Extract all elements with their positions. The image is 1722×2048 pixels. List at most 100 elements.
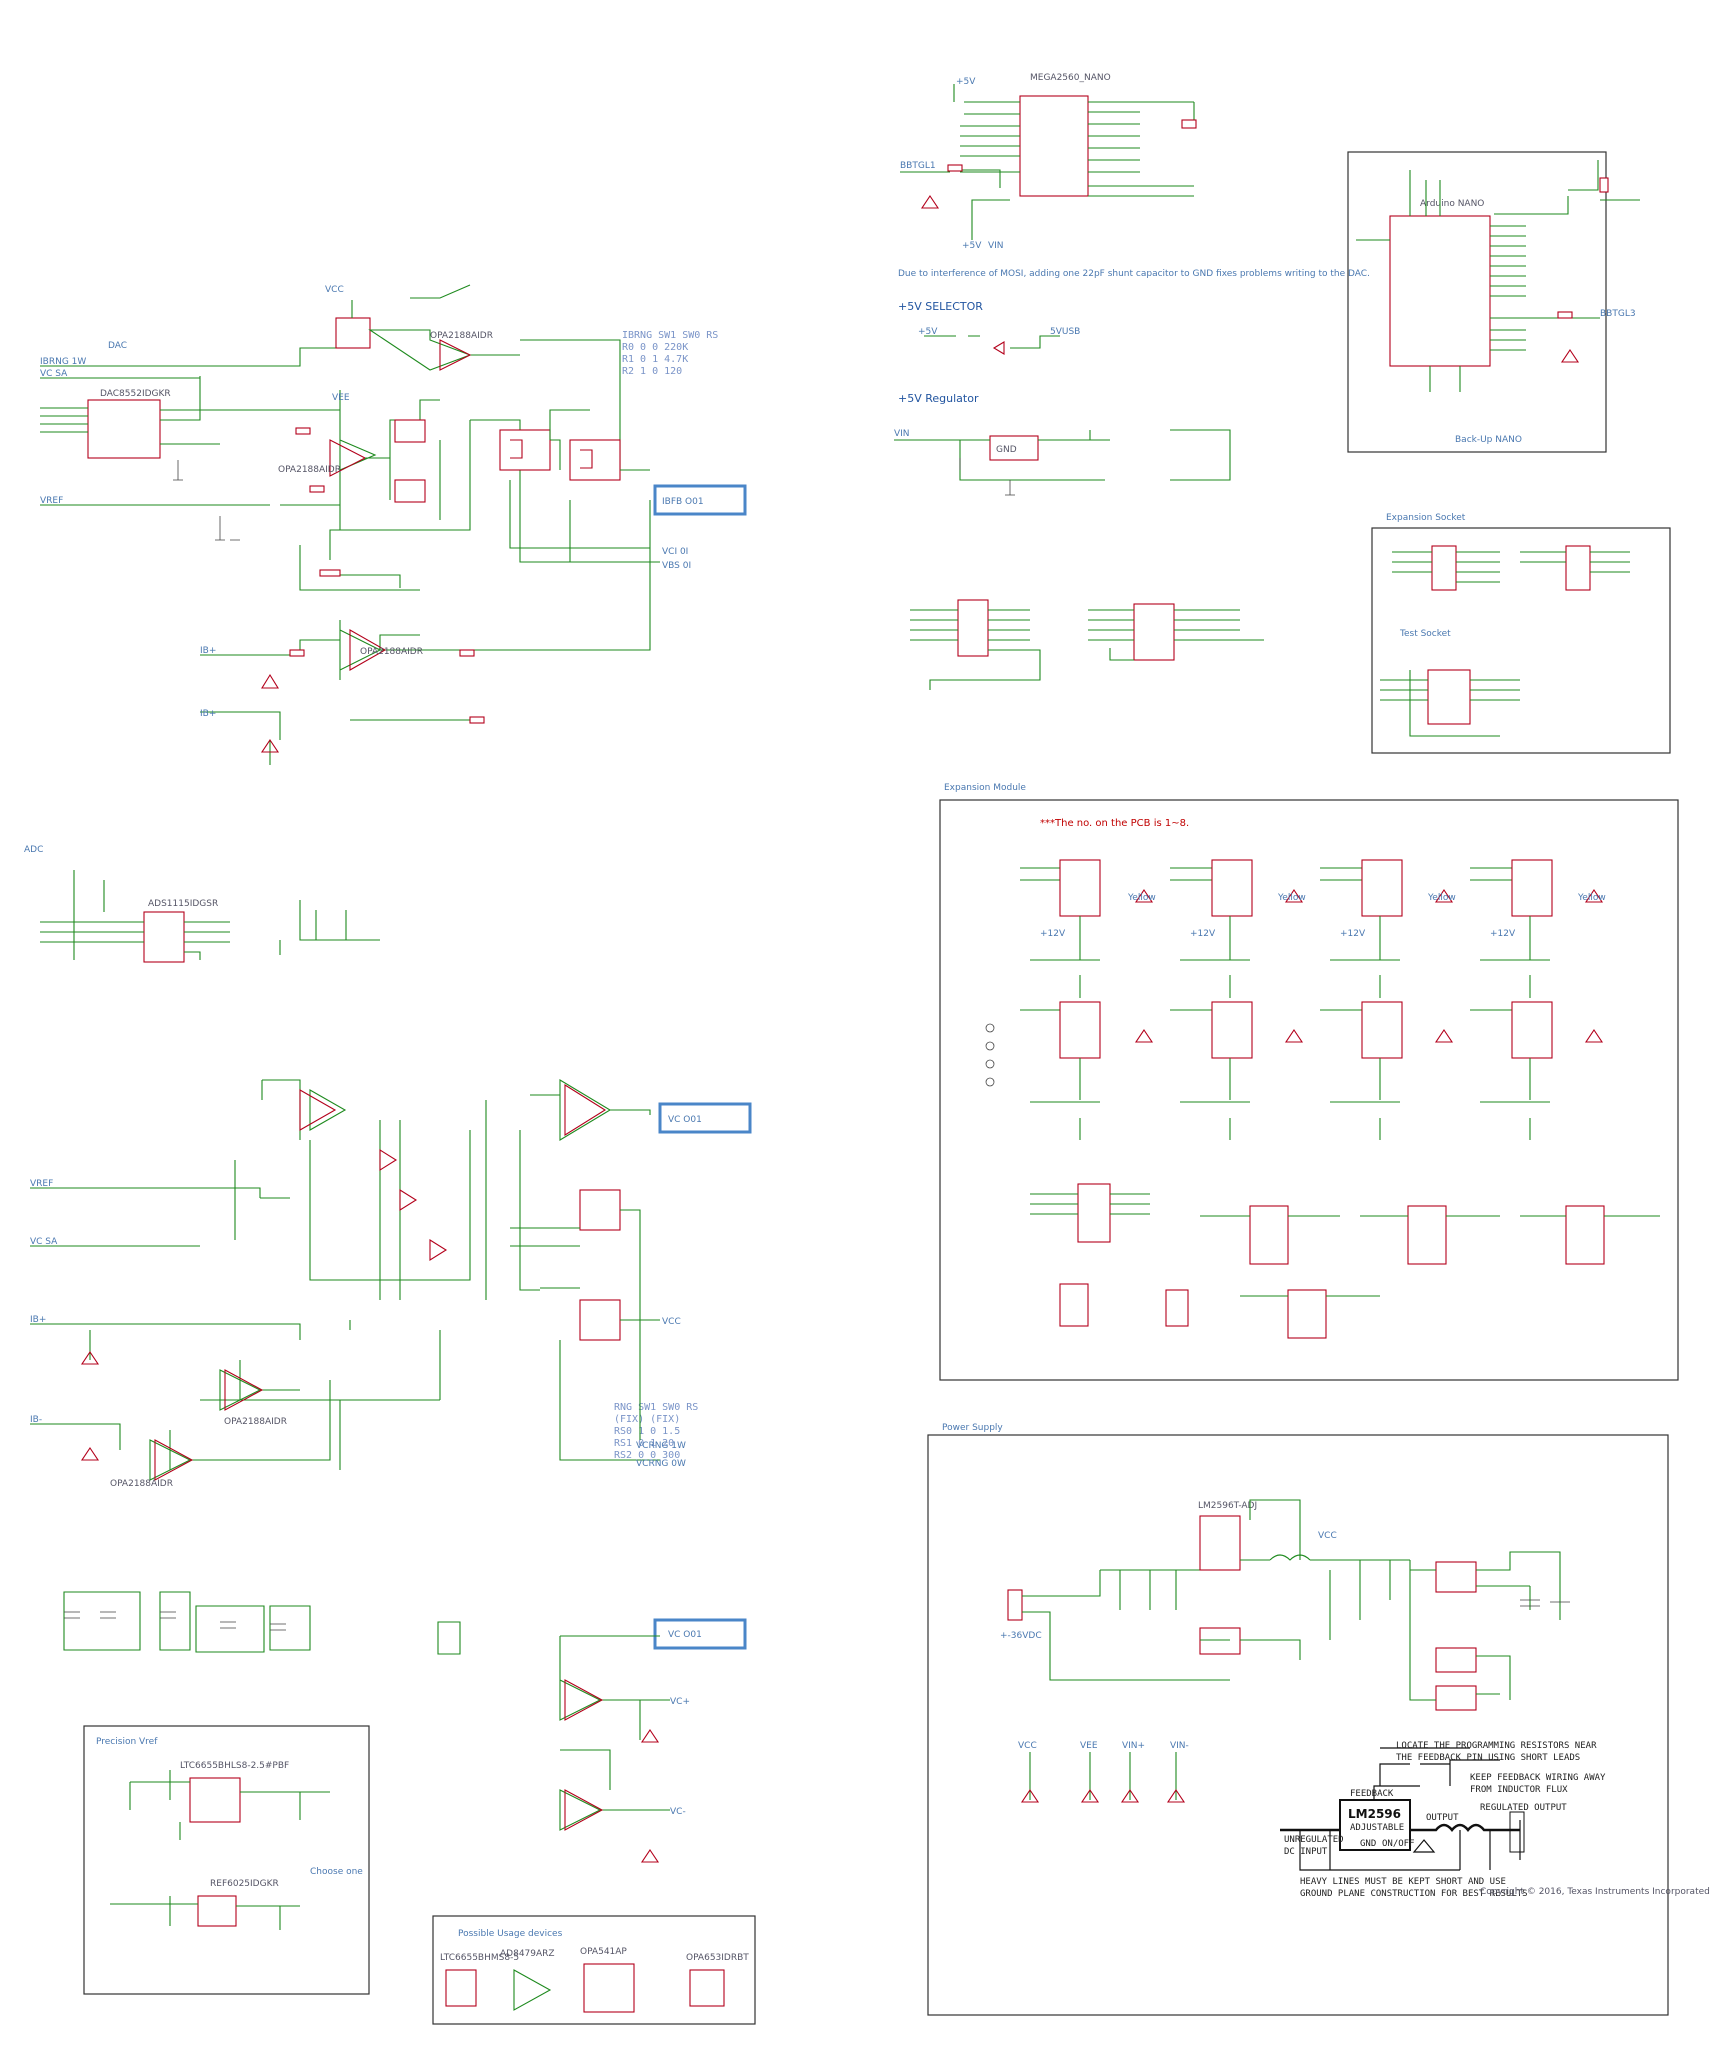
svg-text:+5V: +5V xyxy=(962,241,982,251)
svg-text:OUTPUT: OUTPUT xyxy=(1426,1813,1459,1823)
ibfb-label: IBFB O01 xyxy=(662,497,704,507)
svg-text:VIN-: VIN- xyxy=(1170,1741,1189,1751)
vc-output-label: VC O01 xyxy=(668,1115,702,1125)
svg-text:RS0 1 0 1.5: RS0 1 0 1.5 xyxy=(614,1426,680,1437)
svg-text:RNG SW1 SW0 RS: RNG SW1 SW0 RS xyxy=(614,1402,698,1413)
svg-text:IB+: IB+ xyxy=(200,709,216,719)
svg-text:Yellow: Yellow xyxy=(1277,893,1306,903)
svg-text:LTC6655BHMS8-5: LTC6655BHMS8-5 xyxy=(440,1953,519,1963)
svg-text:Yellow: Yellow xyxy=(1577,893,1606,903)
svg-text:LTC6655BHLS8-2.5#PBF: LTC6655BHLS8-2.5#PBF xyxy=(180,1761,289,1771)
adc-circuit: ADS1115IDGSR VREF VC SA VCRNG 1W VCRNG 0… xyxy=(30,870,686,1489)
power-supply-title: Power Supply xyxy=(942,1423,1003,1433)
svg-text:ADS1115IDGSR: ADS1115IDGSR xyxy=(148,899,218,909)
svg-text:MEGA2560_NANO: MEGA2560_NANO xyxy=(1030,73,1111,83)
svg-text:BBTGL3: BBTGL3 xyxy=(1600,309,1636,319)
svg-text:Yellow: Yellow xyxy=(1127,893,1156,903)
svg-text:VCRNG 0W: VCRNG 0W xyxy=(636,1459,686,1469)
svg-text:+12V: +12V xyxy=(1490,929,1516,939)
svg-text:R1 0 1 4.7K: R1 0 1 4.7K xyxy=(622,354,688,365)
svg-text:IB+: IB+ xyxy=(200,646,216,656)
svg-text:+12V: +12V xyxy=(1340,929,1366,939)
svg-text:AD8479ARZ: AD8479ARZ xyxy=(500,1949,555,1959)
svg-text:VIN+: VIN+ xyxy=(1122,1741,1145,1751)
svg-text:R0 0 0 220K: R0 0 0 220K xyxy=(622,342,688,353)
ibfb-highlight xyxy=(653,484,747,516)
svg-text:HEAVY LINES MUST BE KEPT SHORT: HEAVY LINES MUST BE KEPT SHORT AND USE xyxy=(1300,1877,1506,1887)
usage-title: Possible Usage devices xyxy=(458,1929,563,1939)
svg-text:VCC: VCC xyxy=(662,1317,681,1327)
svg-text:OPA2188AIDR: OPA2188AIDR xyxy=(430,331,493,341)
svg-text:BBTGL1: BBTGL1 xyxy=(900,161,936,171)
svg-text:REF6025IDGKR: REF6025IDGKR xyxy=(210,1879,279,1889)
vc-output-circuit: VC+ VC- xyxy=(559,1635,690,1863)
svg-text:ON/OFF: ON/OFF xyxy=(1382,1839,1415,1849)
svg-text:IBRNG SW1 SW0 RS: IBRNG SW1 SW0 RS xyxy=(622,330,718,341)
svg-text:R2 1 0 120: R2 1 0 120 xyxy=(622,366,682,377)
svg-text:VIN: VIN xyxy=(988,241,1004,251)
svg-text:VCC: VCC xyxy=(325,285,344,295)
vc-highlight-2 xyxy=(653,1618,747,1650)
svg-text:FEEDBACK: FEEDBACK xyxy=(1350,1789,1394,1799)
mosi-note: Due to interference of MOSI, adding one … xyxy=(898,269,1370,279)
svg-text:OPA2188AIDR: OPA2188AIDR xyxy=(110,1479,173,1489)
svg-text:KEEP FEEDBACK WIRING AWAY: KEEP FEEDBACK WIRING AWAY xyxy=(1470,1773,1606,1783)
svg-text:OPA2188AIDR: OPA2188AIDR xyxy=(278,465,341,475)
svg-text:5VUSB: 5VUSB xyxy=(1050,327,1080,337)
svg-text:VREF: VREF xyxy=(30,1179,53,1189)
svg-text:REGULATED OUTPUT: REGULATED OUTPUT xyxy=(1480,1803,1567,1813)
svg-text:VREF: VREF xyxy=(40,496,63,506)
svg-text:DAC8552IDGKR: DAC8552IDGKR xyxy=(100,389,171,399)
svg-text:IBRNG 1W: IBRNG 1W xyxy=(40,357,86,367)
svg-text:Copyright © 2016, Texas Instru: Copyright © 2016, Texas Instruments Inco… xyxy=(1480,1887,1710,1897)
mux-chips xyxy=(910,599,1264,690)
svg-text:VIN: VIN xyxy=(894,429,910,439)
usage-devices: LTC6655BHMS8-5 AD8479ARZ OPA541AP OPA653… xyxy=(440,1947,749,2013)
power-supply-circuit: +-36VDC LM2596T-ADJ VCC VCC VEE VIN+ VIN… xyxy=(1000,1499,1570,1803)
vc-output-highlight xyxy=(658,1102,752,1134)
expansion-module-title: Expansion Module xyxy=(944,783,1026,793)
power-supply-frame xyxy=(927,1434,1669,2016)
svg-text:+12V: +12V xyxy=(1040,929,1066,939)
choose-one-label: Choose one xyxy=(310,1867,363,1877)
svg-text:GROUND PLANE CONSTRUCTION FOR: GROUND PLANE CONSTRUCTION FOR BEST RESUL… xyxy=(1300,1889,1528,1899)
expansion-socket-title: Expansion Socket xyxy=(1386,513,1466,523)
vref-title: Precision Vref xyxy=(96,1737,158,1747)
svg-text:VCRNG 1W: VCRNG 1W xyxy=(636,1441,686,1451)
svg-text:UNREGULATED: UNREGULATED xyxy=(1284,1835,1344,1845)
svg-text:VCC: VCC xyxy=(1318,1531,1337,1541)
expansion-module-circuit: Yellow Yellow Yellow Yellow +12V +12V +1… xyxy=(985,859,1660,1339)
svg-text:Yellow: Yellow xyxy=(1427,893,1456,903)
backup-nano-circuit: Arduino NANO BBTGL3 xyxy=(1356,160,1640,392)
selector-title: +5V SELECTOR xyxy=(898,300,983,313)
svg-text:GND: GND xyxy=(996,445,1017,455)
mega-nano-block: MEGA2560_NANO +5V BBTGL1 +5V VIN xyxy=(900,73,1197,251)
dac-circuit: DAC8552IDGKR IBRNG 1W VC SA VREF VCI 0I … xyxy=(40,284,691,765)
svg-text:OPA2188AIDR: OPA2188AIDR xyxy=(360,647,423,657)
expansion-socket-frame xyxy=(1371,527,1671,754)
pcb-note: ***The no. on the PCB is 1~8. xyxy=(1040,818,1189,829)
svg-text:THE FEEDBACK PIN USING SHORT L: THE FEEDBACK PIN USING SHORT LEADS xyxy=(1396,1753,1580,1763)
adc-bypass-caps xyxy=(63,1591,461,1655)
svg-text:GND: GND xyxy=(1360,1839,1376,1849)
svg-text:VEE: VEE xyxy=(332,393,350,403)
regulator-title: +5V Regulator xyxy=(898,392,979,405)
adc-title: ADC xyxy=(24,845,43,855)
precision-vref-frame xyxy=(83,1725,370,1995)
rng-table: RNG SW1 SW0 RS (FIX) (FIX) RS0 1 0 1.5 R… xyxy=(614,1402,698,1461)
svg-text:VC+: VC+ xyxy=(670,1697,690,1707)
dac-title: DAC xyxy=(108,341,127,351)
usage-devices-frame xyxy=(432,1915,756,2025)
svg-text:IB-: IB- xyxy=(30,1415,42,1425)
expansion-module-frame xyxy=(939,799,1679,1381)
vref-circuit: LTC6655BHLS8-2.5#PBF REF6025IDGKR xyxy=(110,1761,330,1930)
svg-text:VC-: VC- xyxy=(670,1807,686,1817)
ibrng-table: IBRNG SW1 SW0 RS R0 0 0 220K R1 0 1 4.7K… xyxy=(622,330,718,377)
svg-text:FROM INDUCTOR FLUX: FROM INDUCTOR FLUX xyxy=(1470,1785,1568,1795)
svg-text:DC INPUT: DC INPUT xyxy=(1284,1847,1328,1857)
svg-text:OPA2188AIDR: OPA2188AIDR xyxy=(224,1417,287,1427)
svg-text:+-36VDC: +-36VDC xyxy=(1000,1631,1042,1641)
svg-text:LM2596: LM2596 xyxy=(1348,1807,1401,1821)
regulator-circuit: VIN GND xyxy=(894,429,1231,496)
